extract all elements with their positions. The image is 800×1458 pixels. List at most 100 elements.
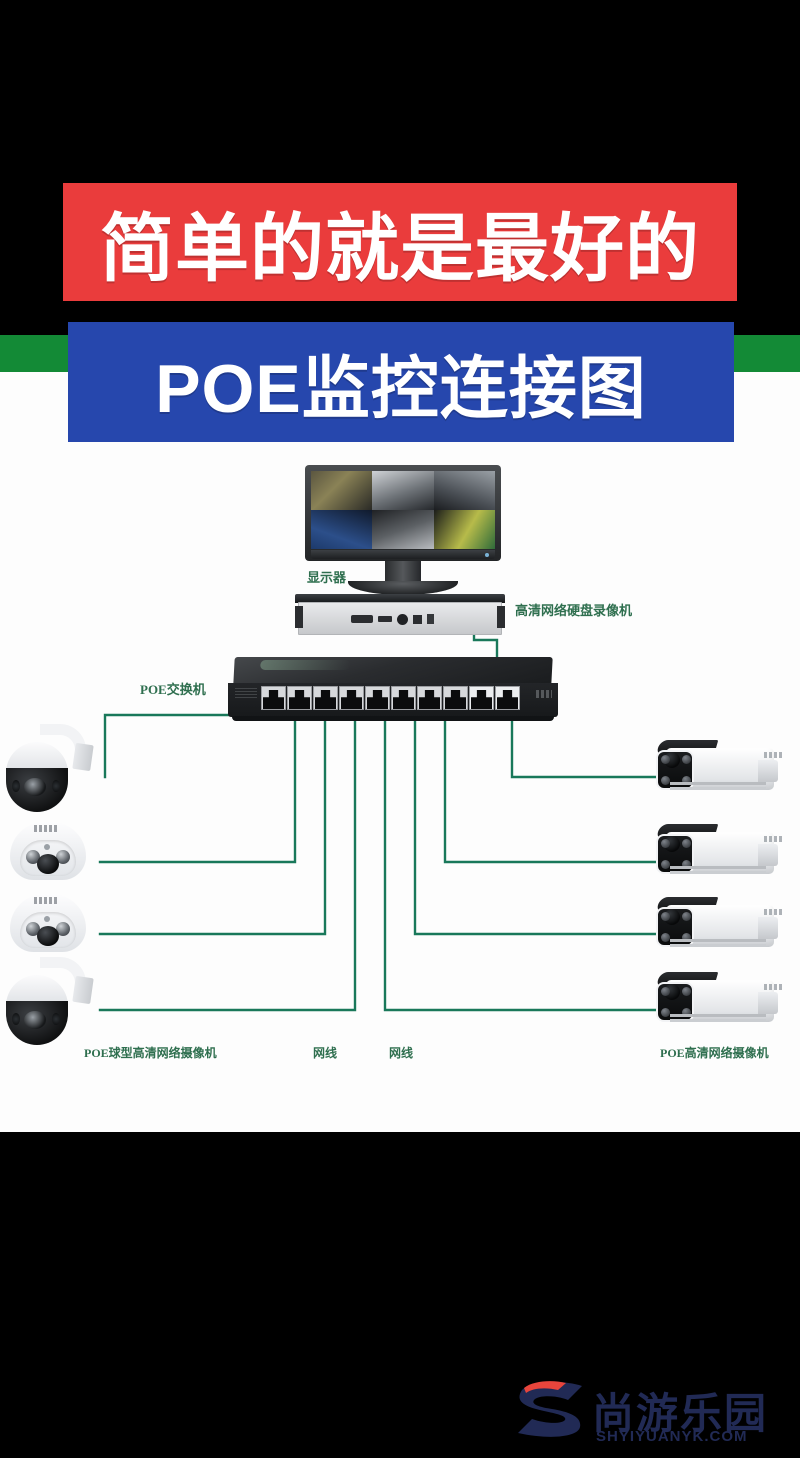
switch-top-cover (233, 657, 553, 685)
poe-port-4[interactable] (339, 686, 364, 710)
headline-blue-text: POE监控连接图 (155, 350, 647, 427)
ir-led-icon-1 (661, 987, 670, 996)
watermark-url: SHYIYUANYK.COM (596, 1428, 748, 1445)
ir-led-icon-2 (682, 755, 691, 764)
left-camera-1-ptz (4, 724, 104, 816)
bullet-groove-2 (670, 787, 766, 790)
camera-lens-icon (24, 778, 46, 796)
ir-led-icon-3 (661, 933, 670, 942)
cctv-tile-5 (372, 510, 434, 549)
brand-mark-icon (764, 984, 782, 990)
right-camera-1-bullet (652, 740, 792, 798)
status-led-icon (44, 844, 50, 850)
poe-port-6[interactable] (391, 686, 416, 710)
cable-port6-to-right-cam3 (413, 686, 692, 936)
ptz-wall-mount (72, 975, 94, 1005)
ir-led-icon-1 (661, 755, 670, 764)
headline-blue-banner: POE监控连接图 (68, 322, 734, 442)
ptz-dome-bubble (6, 1001, 68, 1045)
left-camera-3-dome (6, 892, 96, 962)
bullet-groove-2 (670, 944, 766, 947)
ir-led-icon-2 (56, 922, 70, 936)
cable-port7-to-right-cam2 (443, 686, 692, 864)
status-led-icon (44, 916, 50, 922)
poe-port-7[interactable] (417, 686, 442, 710)
monitor-power-led-icon (485, 553, 489, 557)
label-monitor: 显示器 (307, 570, 347, 585)
monitor-chin (311, 550, 495, 559)
label-nvr: 高清网络硬盘录像机 (515, 603, 633, 618)
uplink-port-1[interactable] (469, 686, 494, 710)
switch-status-leds-icon (536, 690, 552, 698)
poe-port-3[interactable] (313, 686, 338, 710)
ptz-wall-mount (72, 742, 94, 772)
headline-red-text: 简单的就是最好的 (100, 206, 700, 290)
label-poe-switch: POE交换机 (140, 682, 206, 697)
camera-lens-icon (37, 854, 59, 874)
ir-led-icon-1 (12, 1013, 20, 1025)
s-logo-icon (518, 1381, 582, 1437)
nvr-port-group (351, 611, 461, 627)
label-cable-left: 网线 (313, 1046, 338, 1060)
monitor-screen (311, 471, 495, 549)
left-camera-4-ptz (4, 957, 104, 1049)
ir-led-icon-1 (26, 850, 40, 864)
bullet-groove-2 (670, 871, 766, 874)
cctv-tile-4 (311, 510, 373, 549)
switch-port-row (261, 686, 523, 712)
headline-red-banner: 简单的就是最好的 (63, 183, 737, 301)
label-cable-right: 网线 (389, 1046, 414, 1060)
bullet-groove-2 (670, 1019, 766, 1022)
right-camera-3-bullet (652, 897, 792, 955)
brand-mark-icon (34, 825, 58, 832)
nvr-left-bracket (295, 606, 303, 628)
cctv-tile-1 (311, 471, 373, 510)
bullet-rear-cap (758, 760, 778, 782)
left-camera-2-dome (6, 820, 96, 890)
label-ptz-cameras: POE球型高清网络摄像机 (84, 1046, 217, 1060)
ir-led-icon-1 (661, 839, 670, 848)
brand-mark-icon (764, 752, 782, 758)
switch-highlight (260, 660, 351, 670)
cable-port4-to-left-cam4 (98, 686, 357, 1012)
right-camera-2-bullet (652, 824, 792, 882)
ir-led-icon-4 (682, 1008, 691, 1017)
usb-port-icon-2 (427, 614, 434, 624)
ir-led-icon-4 (682, 933, 691, 942)
usb-port-icon (413, 614, 422, 624)
poe-port-8[interactable] (443, 686, 468, 710)
switch-model-label (235, 688, 257, 700)
hdmi-port-icon (378, 616, 392, 622)
cable-port5-to-right-cam4 (383, 686, 692, 1012)
ir-led-icon-3 (661, 776, 670, 785)
brand-mark-icon (34, 897, 58, 904)
ir-led-icon-2 (56, 850, 70, 864)
ir-led-icon-2 (682, 839, 691, 848)
ir-led-icon-4 (682, 860, 691, 869)
right-camera-4-bullet (652, 972, 792, 1030)
nvr-right-bracket (497, 606, 505, 628)
ir-led-icon-1 (12, 780, 20, 792)
cable-port3-to-left-cam3 (98, 686, 327, 936)
cctv-tile-2 (372, 471, 434, 510)
uplink-port-2[interactable] (495, 686, 520, 710)
vga-port-icon (351, 615, 373, 623)
poe-port-1[interactable] (261, 686, 286, 710)
ir-led-icon-2 (682, 987, 691, 996)
ptz-arm (40, 957, 86, 987)
label-bullet-cameras: POE高清网络摄像机 (660, 1046, 769, 1060)
bullet-groove-1 (670, 866, 766, 869)
switch-base (232, 716, 554, 721)
camera-lens-icon (37, 926, 59, 946)
poe-port-2[interactable] (287, 686, 312, 710)
cable-port2-to-left-cam2 (98, 686, 297, 864)
bullet-rear-cap (758, 844, 778, 866)
bullet-rear-cap (758, 917, 778, 939)
poe-connection-diagram: 显示器 高清网络硬盘录像机 (0, 372, 800, 1132)
ir-led-icon-1 (661, 912, 670, 921)
poe-port-5[interactable] (365, 686, 390, 710)
bullet-groove-1 (670, 782, 766, 785)
cctv-tile-3 (433, 471, 495, 510)
ptz-arm (40, 724, 86, 754)
